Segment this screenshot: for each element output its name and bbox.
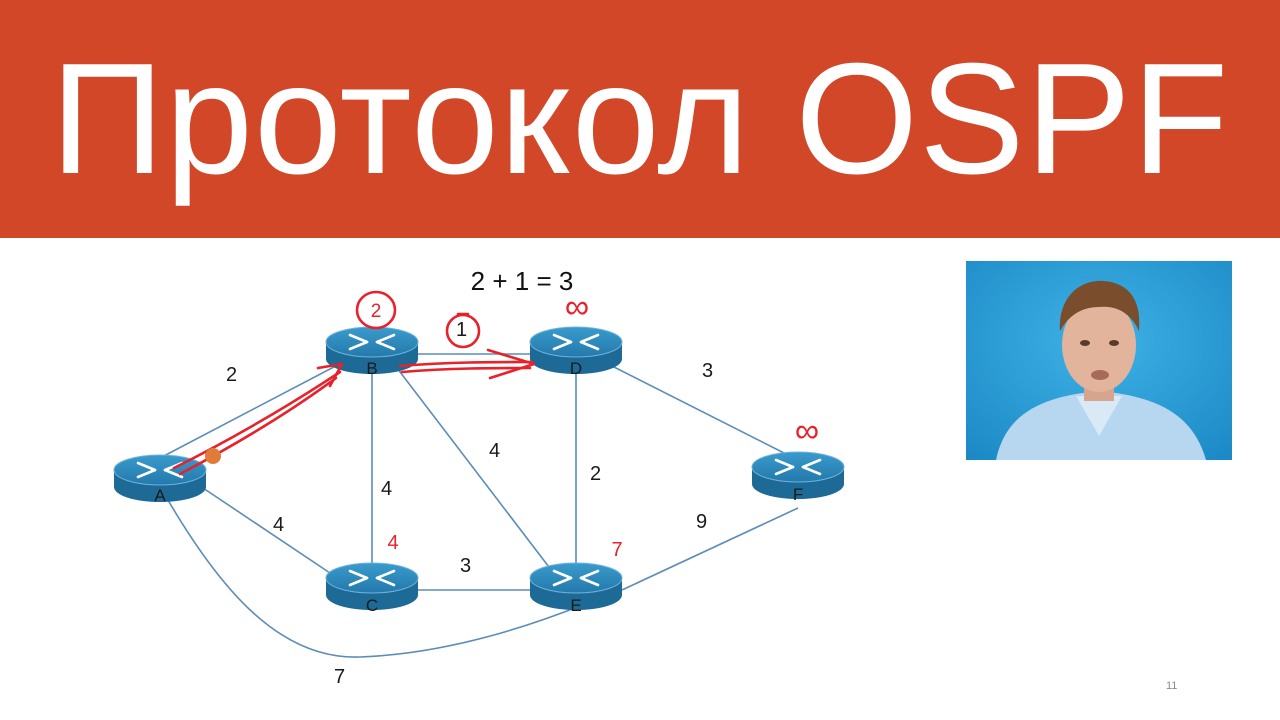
edge-A-E	[164, 494, 586, 658]
weight-B-E: 4	[489, 440, 500, 462]
distance-C: 4	[387, 532, 398, 554]
weight-B-C: 4	[381, 478, 392, 500]
link-weights: 2 4 7 4 1 4 3 2 3 9	[226, 319, 713, 688]
distance-D: ∞	[565, 288, 589, 326]
presenter-image	[966, 261, 1232, 460]
path-arrow-A-B-head	[316, 362, 344, 388]
edge-D-F	[611, 365, 791, 457]
weight-A-C: 4	[273, 514, 284, 536]
slide-title: Протокол OSPF	[50, 31, 1230, 207]
path-arrow-B-D-head	[486, 348, 536, 380]
router-label: D	[570, 359, 582, 378]
weight-B-D: 1	[456, 319, 467, 341]
distance-F: ∞	[795, 412, 819, 450]
weight-A-B: 2	[226, 364, 237, 386]
router-label: F	[793, 485, 803, 504]
router-D[interactable]: D	[529, 326, 623, 378]
node-distances: 2 4 ∞ 7 ∞	[371, 288, 819, 561]
path-arrow-B-D	[398, 360, 534, 368]
slide-number: 11	[1166, 680, 1178, 692]
router-label: E	[570, 596, 581, 615]
weight-D-F: 3	[702, 360, 713, 382]
edge-E-F	[621, 507, 799, 591]
shortest-path-annotation	[172, 290, 536, 476]
router-arrows-icon	[552, 569, 600, 587]
weight-E-F: 9	[696, 511, 707, 533]
router-A[interactable]: A	[113, 454, 207, 505]
weight-A-E: 7	[334, 666, 345, 688]
edge-B-E	[396, 367, 553, 572]
distance-circle-B	[355, 290, 397, 330]
distance-B: 2	[371, 301, 382, 322]
router-arrows-icon	[348, 569, 396, 587]
origin-dot	[205, 448, 221, 464]
weight-C-E: 3	[460, 555, 471, 577]
title-banner	[0, 0, 1280, 238]
path-arrow-A-B	[172, 370, 342, 470]
path-arrow-A-B-second	[178, 376, 338, 476]
router-arrows-icon	[348, 333, 396, 351]
presenter-hair	[1059, 280, 1140, 331]
router-label: B	[366, 359, 377, 378]
router-E[interactable]: E	[529, 562, 623, 615]
presenter-video	[966, 261, 1232, 460]
path-cost-formula: 2 + 1 = 3	[471, 266, 574, 296]
router-C[interactable]: C	[325, 562, 419, 615]
edge-A-C	[202, 487, 337, 578]
router-arrows-icon	[774, 458, 822, 476]
router-label: C	[366, 596, 378, 615]
weight-D-E: 2	[590, 463, 601, 485]
router-label: A	[154, 486, 166, 505]
distance-E: 7	[611, 539, 622, 561]
presenter-face	[1062, 298, 1136, 392]
links-layer	[159, 346, 799, 658]
router-arrows-icon	[552, 333, 600, 351]
router-F[interactable]: F	[751, 451, 845, 504]
router-B[interactable]: B	[325, 326, 419, 378]
